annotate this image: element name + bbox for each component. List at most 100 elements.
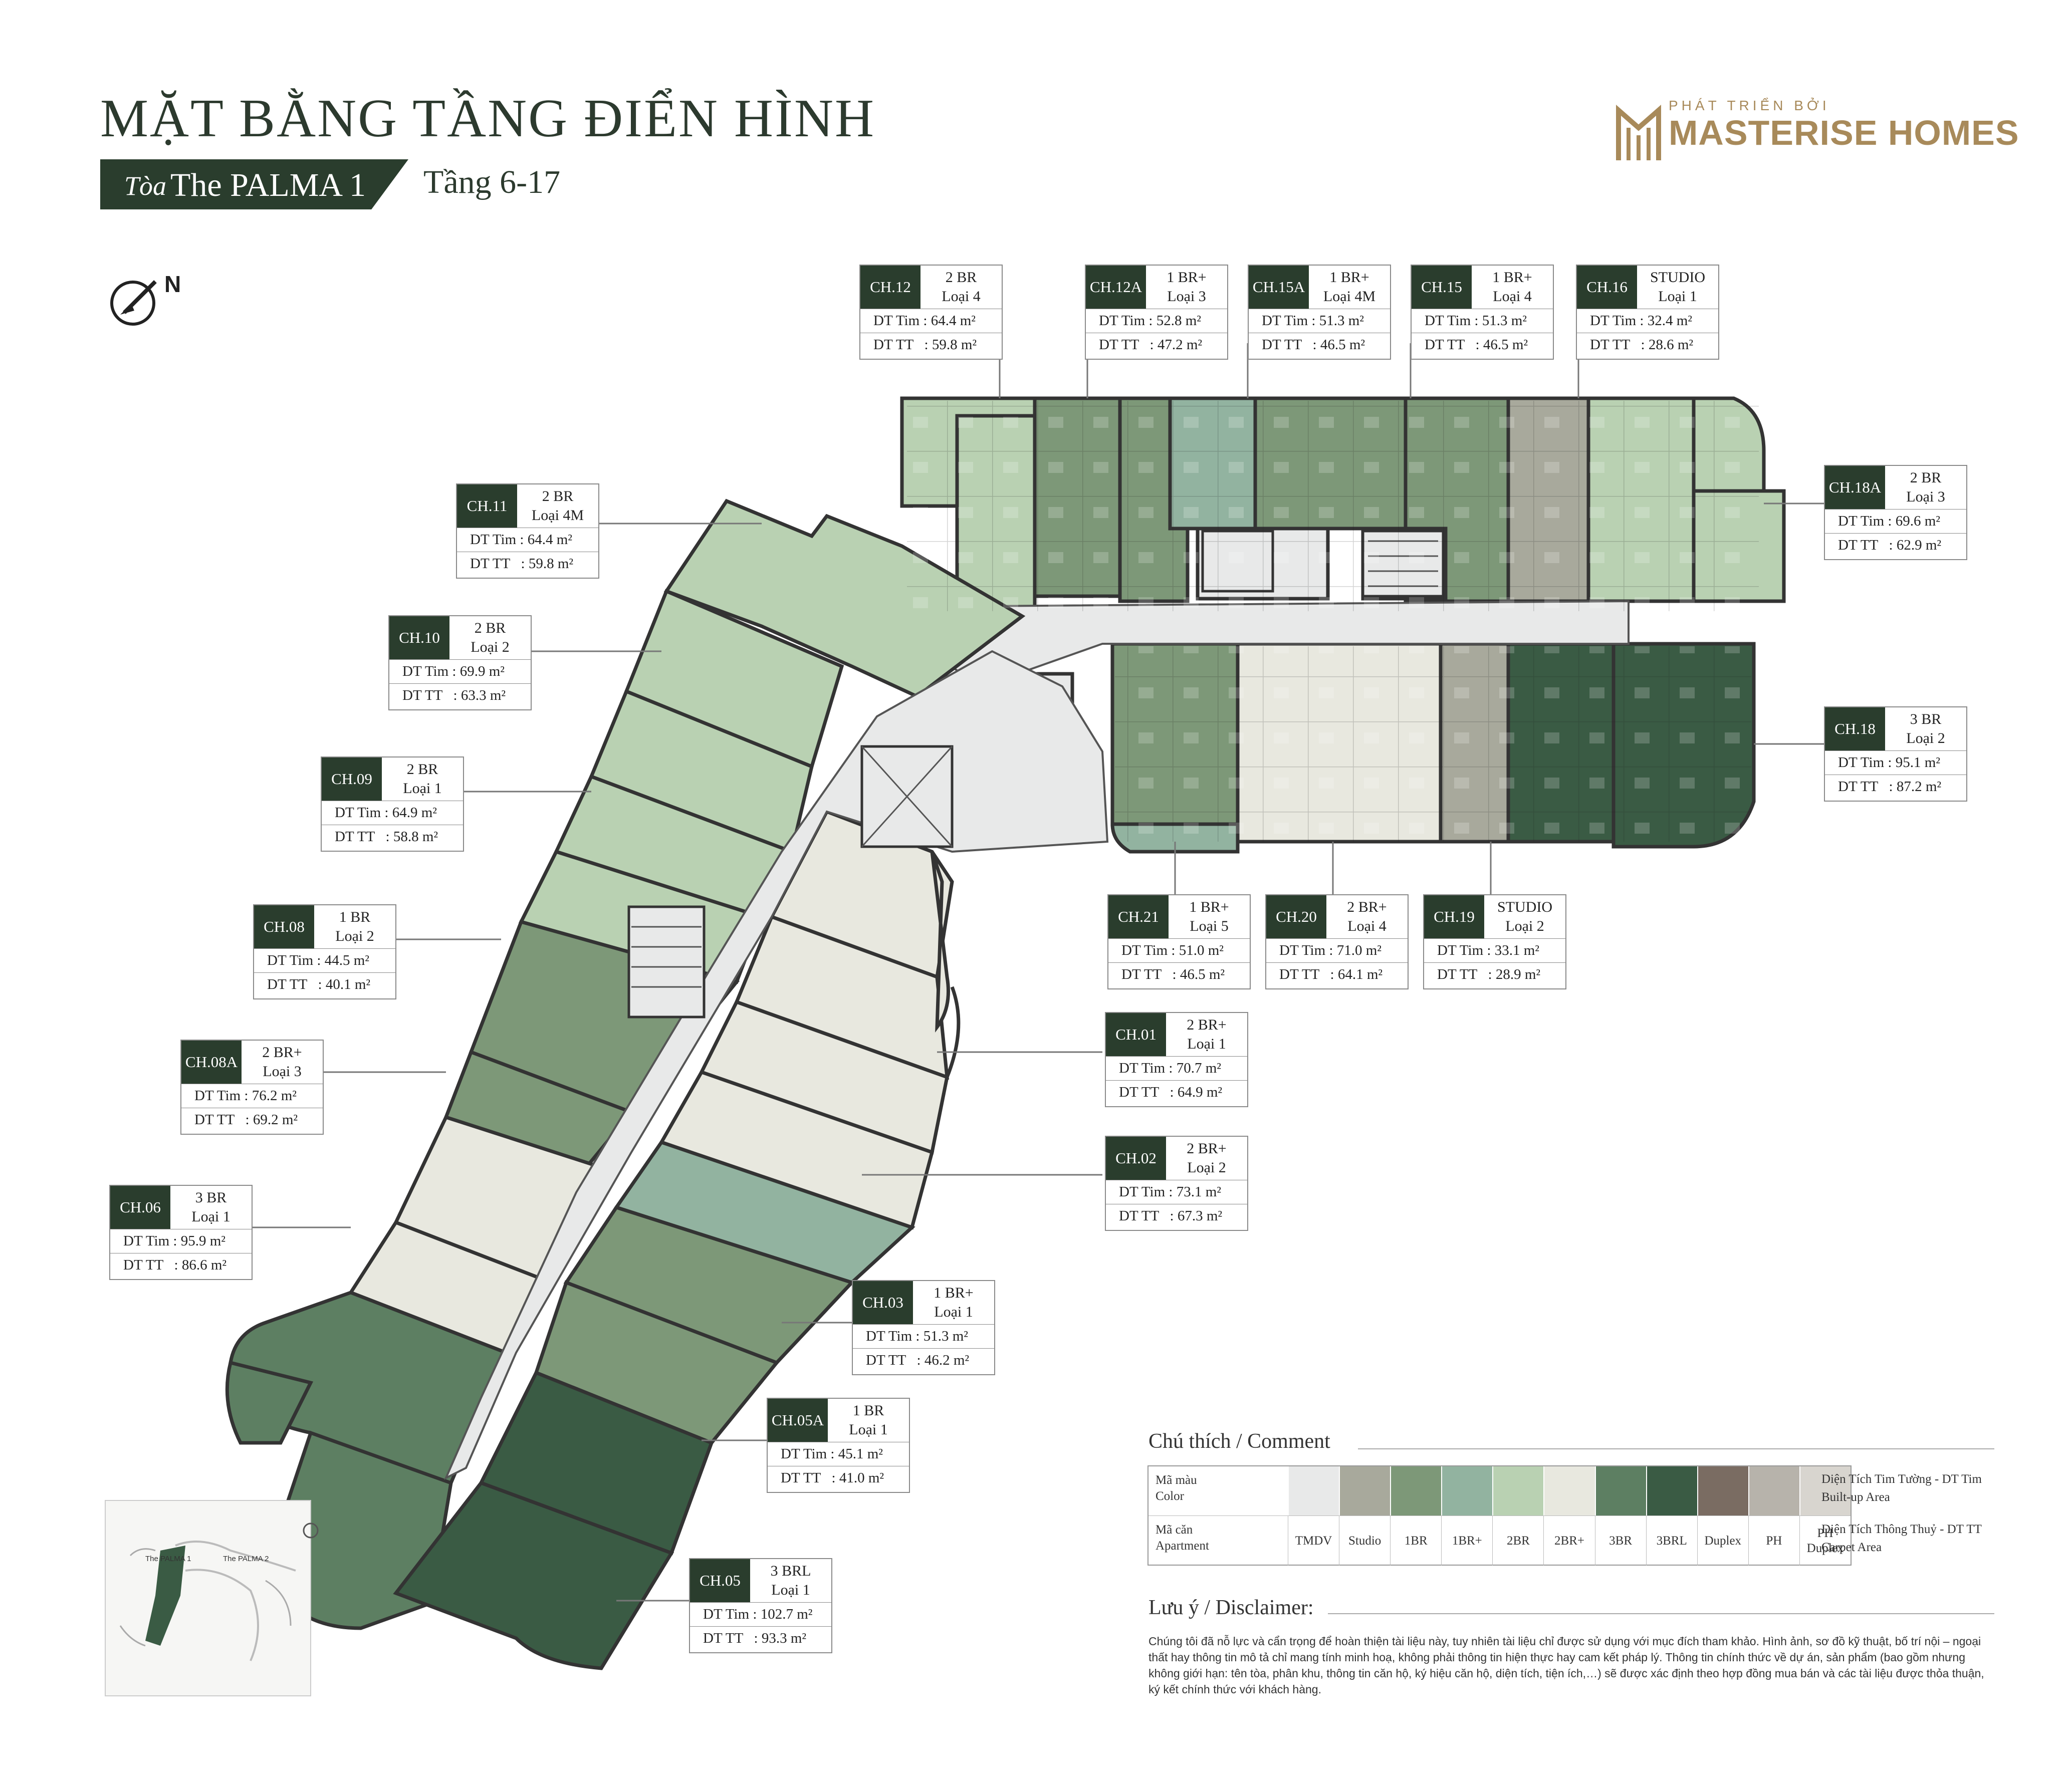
logo-mark-icon: [1616, 104, 1661, 160]
unit-code: CH.21: [1108, 895, 1169, 938]
unit-code: CH.11: [457, 484, 517, 528]
legend-swatch-10: [1799, 1466, 1851, 1515]
unit-code: CH.08A: [181, 1041, 242, 1084]
unit-code: CH.08: [254, 905, 314, 948]
unit-code: CH.18: [1825, 707, 1885, 750]
unit-code: CH.05: [690, 1559, 750, 1602]
unit-carpet-area: DT TT : 93.3 m²: [690, 1626, 831, 1651]
unit-carpet-area: DT TT : 87.2 m²: [1825, 775, 1966, 799]
unit-type: 1 BR+ Loại 3: [1167, 269, 1207, 305]
masterise-logo: PHÁT TRIỂN BỞI MASTERISE HOMES: [1614, 98, 2019, 173]
unit-type: 2 BR+ Loại 2: [1187, 1140, 1227, 1176]
legend-label-2: 1BR: [1390, 1515, 1442, 1566]
legend-color-header: Mã màu Color: [1156, 1473, 1197, 1503]
legend-apartment-header: Mã căn Apartment: [1148, 1515, 1288, 1565]
unit-type: 1 BR Loại 1: [849, 1402, 888, 1438]
unit-carpet-area: DT TT : 69.2 m²: [181, 1108, 323, 1132]
unit-code: CH.06: [110, 1186, 170, 1229]
unit-builtup-area: DT Tim : 33.1 m²: [1424, 938, 1565, 963]
unit-carpet-area: DT TT : 62.9 m²: [1825, 533, 1966, 558]
building-name: The PALMA 1: [170, 167, 366, 203]
unit-carpet-area: DT TT : 46.2 m²: [853, 1348, 994, 1373]
legend-label-6: 3BR: [1594, 1515, 1646, 1566]
unit-builtup-area: DT Tim : 70.7 m²: [1106, 1056, 1247, 1081]
legend-label-9: PH: [1748, 1515, 1799, 1566]
unit-code: CH.12A: [1086, 266, 1146, 309]
developed-by-text: PHÁT TRIỂN BỞI: [1669, 98, 1830, 113]
disclaimer-divider: [1328, 1613, 1994, 1614]
unit-type: 1 BR Loại 2: [335, 909, 374, 944]
unit-builtup-area: DT Tim : 64.4 m²: [457, 528, 598, 552]
unit-carpet-area: DT TT : 46.5 m²: [1249, 333, 1390, 357]
unit-builtup-area: DT Tim : 51.3 m²: [1412, 309, 1553, 333]
disclaimer-text: Chúng tôi đã nỗ lực và cẩn trọng để hoàn…: [1148, 1635, 1984, 1696]
unit-builtup-area: DT Tim : 69.9 m²: [389, 659, 531, 684]
unit-builtup-area: DT Tim : 51.3 m²: [853, 1324, 994, 1349]
legend-label-10: PH Duplex: [1799, 1515, 1851, 1566]
unit-type: 1 BR+ Loại 5: [1189, 899, 1229, 934]
site-plan-thumbnail: The PALMA 1 The PALMA 2: [100, 1495, 331, 1701]
unit-builtup-area: DT Tim : 45.1 m²: [768, 1442, 909, 1466]
right-wing: [393, 809, 961, 1670]
unit-type: STUDIO Loại 2: [1497, 899, 1552, 934]
unit-type: 1 BR+ Loại 1: [934, 1285, 974, 1320]
building-tag: Tòa The PALMA 1: [100, 159, 408, 209]
unit-carpet-area: DT TT : 67.3 m²: [1106, 1204, 1247, 1228]
unit-code: CH.01: [1106, 1013, 1166, 1056]
legend-label-0: TMDV: [1288, 1515, 1339, 1566]
unit-carpet-area: DT TT : 46.5 m²: [1412, 333, 1553, 357]
unit-type: 1 BR+ Loại 4M: [1323, 269, 1376, 305]
legend-swatch-6: [1594, 1466, 1646, 1515]
unit-type: 3 BR Loại 1: [191, 1189, 231, 1225]
unit-carpet-area: DT TT : 64.9 m²: [1106, 1080, 1247, 1105]
unit-type: 1 BR+ Loại 4: [1492, 269, 1532, 305]
unit-type: 2 BR Loại 4M: [531, 488, 584, 524]
unit-code: CH.15A: [1249, 266, 1309, 309]
site-label-palma-2: The PALMA 2: [223, 1555, 269, 1563]
legend-swatch-8: [1697, 1466, 1748, 1515]
unit-builtup-area: DT Tim : 95.9 m²: [110, 1229, 252, 1253]
legend-swatch-5: [1543, 1466, 1595, 1515]
compass-icon: [110, 280, 157, 326]
unit-type: 2 BR Loại 4: [942, 269, 981, 305]
unit-type: 3 BR Loại 2: [1906, 711, 1945, 746]
unit-code: CH.10: [389, 616, 449, 659]
unit-carpet-area: DT TT : 47.2 m²: [1086, 333, 1227, 357]
unit-code: CH.12: [860, 266, 920, 309]
unit-type: 3 BRL Loại 1: [770, 1563, 811, 1598]
disclaimer-title: Lưu ý / Disclaimer:: [1148, 1596, 1314, 1619]
unit-code: CH.15: [1412, 266, 1472, 309]
unit-builtup-area: DT Tim : 95.1 m²: [1825, 750, 1966, 775]
unit-carpet-area: DT TT : 86.6 m²: [110, 1253, 252, 1278]
unit-builtup-area: DT Tim : 32.4 m²: [1577, 309, 1718, 333]
unit-code: CH.19: [1424, 895, 1484, 938]
page-title: MẶT BẰNG TẦNG ĐIỂN HÌNH: [100, 89, 875, 148]
room-detail: [907, 401, 1759, 842]
unit-builtup-area: DT Tim : 64.9 m²: [322, 801, 463, 825]
building-prefix: Tòa: [124, 171, 167, 201]
unit-type: 2 BR+ Loại 1: [1187, 1017, 1227, 1052]
unit-carpet-area: DT TT : 28.6 m²: [1577, 333, 1718, 357]
unit-carpet-area: DT TT : 46.5 m²: [1108, 962, 1250, 987]
unit-builtup-area: DT Tim : 69.6 m²: [1825, 509, 1966, 534]
unit-carpet-area: DT TT : 41.0 m²: [768, 1466, 909, 1490]
legend-swatch-7: [1646, 1466, 1697, 1515]
legend-swatch-1: [1339, 1466, 1391, 1515]
legend-label-3: 1BR+: [1441, 1515, 1493, 1566]
corridor-main: [443, 650, 1109, 1480]
legend-divider: [1358, 1448, 1994, 1449]
unit-carpet-area: DT TT : 59.8 m²: [457, 552, 598, 576]
unit-carpet-area: DT TT : 40.1 m²: [254, 972, 395, 997]
